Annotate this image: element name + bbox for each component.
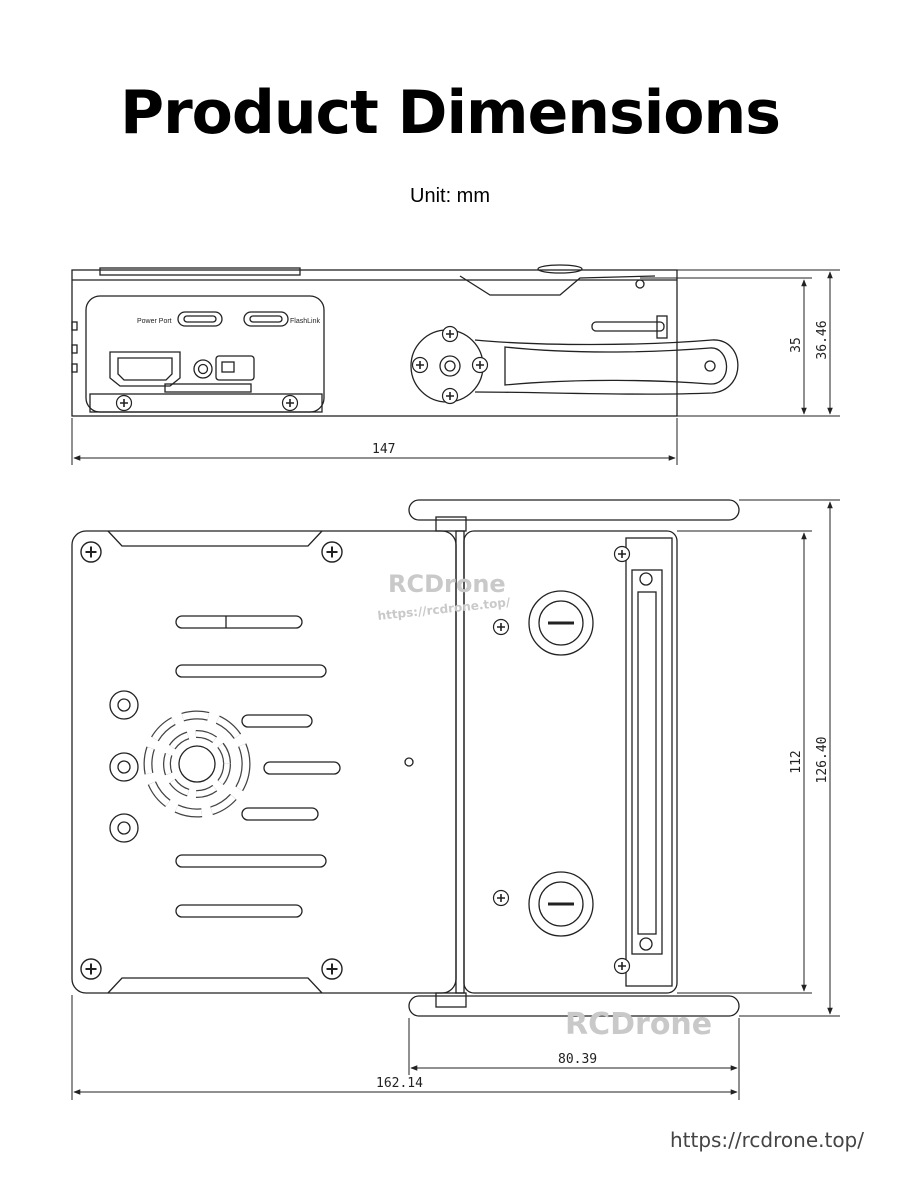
dim-80-39: 80.39 [558,1052,597,1067]
fan-vent [143,710,251,818]
right-plate [463,530,678,994]
dim-126-40: 126.40 [815,737,830,784]
watermark-brand-large: RCDrone [565,1007,712,1042]
dim-112: 112 [789,750,804,773]
flashlink-label: FlashLink [290,318,320,325]
unit-label: Unit: mm [410,185,490,207]
side-dimensions [71,269,840,465]
top-view [71,499,740,1017]
watermark-brand: RCDrone [388,570,506,598]
flashlink-port [243,311,289,327]
side-view [71,264,739,417]
top-knob [528,590,594,656]
power-port-label: Power Port [137,318,172,325]
bottom-knob [528,871,594,937]
watermark-url: https://rcdrone.top/ [377,595,512,623]
power-port [177,311,223,327]
dim-162-14: 162.14 [376,1076,423,1091]
lever-handle [410,329,739,403]
dim-36-46: 36.46 [815,320,830,359]
dim-147: 147 [372,442,395,457]
page-title: Product Dimensions [120,78,781,148]
hdmi-port [109,351,181,387]
top-dimensions [71,499,840,1100]
left-plate [71,530,457,994]
dim-35: 35 [789,337,804,353]
footer-url[interactable]: https://rcdrone.top/ [669,1128,864,1152]
